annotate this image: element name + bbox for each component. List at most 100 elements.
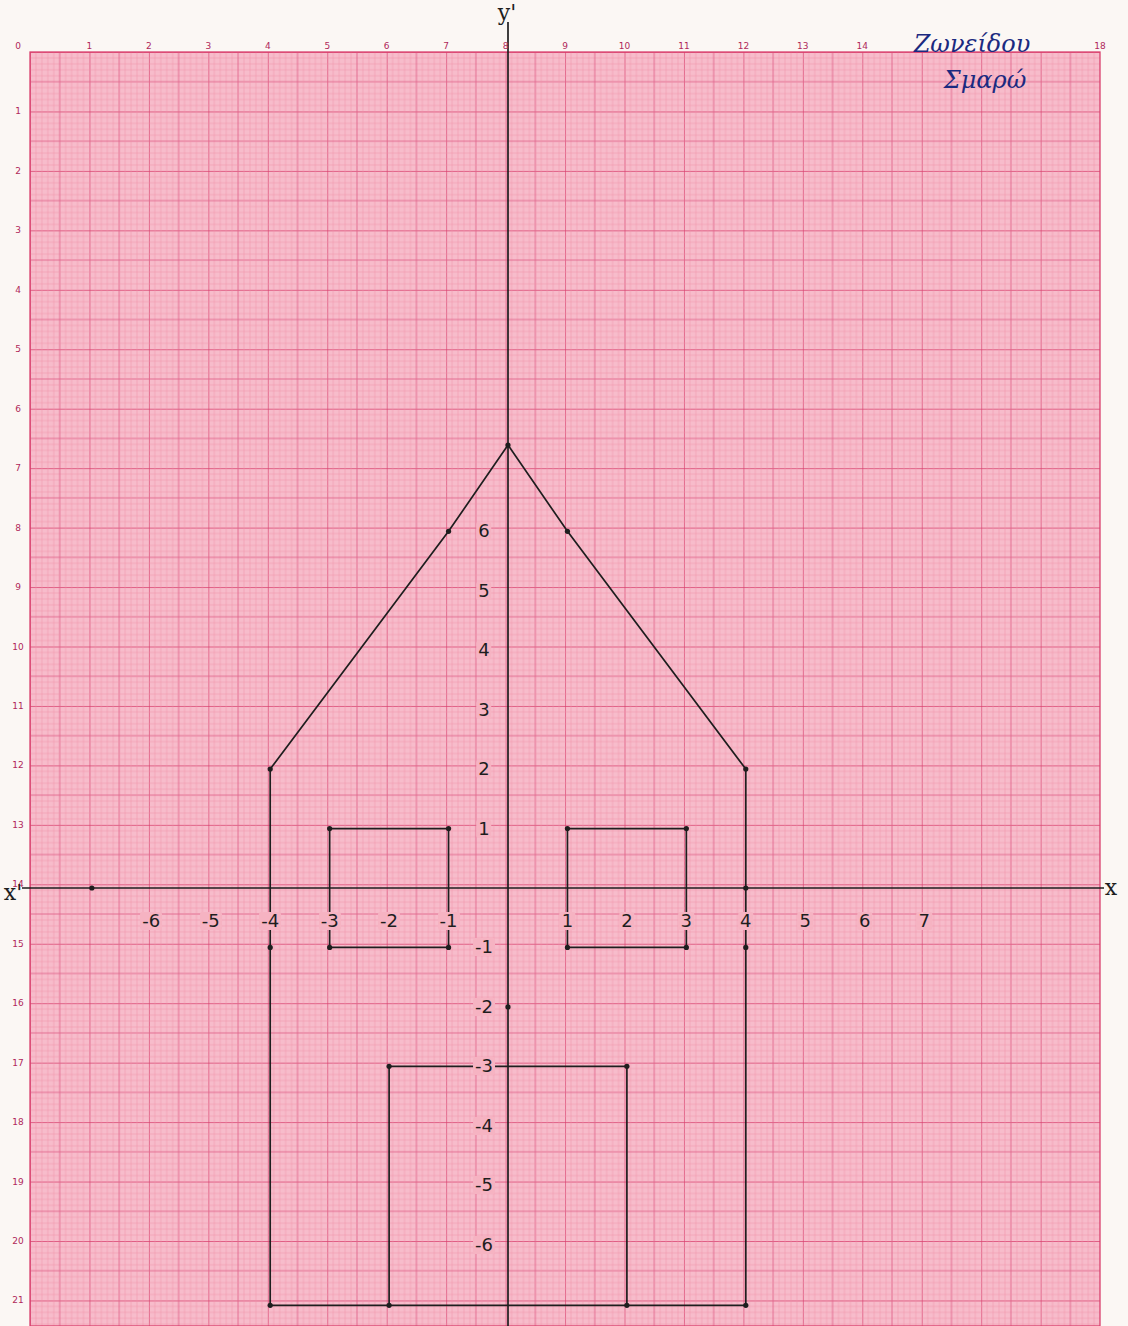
ruler-number: 5 — [324, 42, 330, 51]
tick-number: 7 — [916, 912, 931, 930]
ruler-number: 2 — [146, 42, 152, 51]
tick-number: -6 — [473, 1236, 495, 1254]
ruler-number: 8 — [503, 42, 509, 51]
ruler-number: 20 — [12, 1237, 23, 1246]
ruler-number: 1 — [15, 107, 21, 116]
tick-number: 5 — [798, 912, 813, 930]
ruler-number: 12 — [738, 42, 749, 51]
ruler-number: 19 — [12, 1177, 23, 1186]
ruler-number: 16 — [12, 999, 23, 1008]
tick-number: -2 — [378, 912, 400, 930]
tick-number: -4 — [259, 912, 281, 930]
house-wall — [270, 769, 746, 1305]
axis-label: x' — [4, 882, 22, 904]
window — [330, 829, 449, 948]
ruler-number: 6 — [15, 404, 21, 413]
ruler-number: 2 — [15, 166, 21, 175]
plot-point — [89, 885, 94, 890]
tick-number: -4 — [473, 1117, 495, 1135]
ruler-number: 3 — [15, 226, 21, 235]
plot-point — [446, 945, 451, 950]
tick-number: -1 — [438, 912, 460, 930]
plot-point — [446, 826, 451, 831]
plot-point — [743, 945, 748, 950]
tick-number: -2 — [473, 998, 495, 1016]
plot-point — [565, 826, 570, 831]
door — [389, 1066, 627, 1305]
axis-label: x — [1105, 877, 1117, 899]
tick-number: 4 — [476, 641, 491, 659]
plot-point — [268, 945, 273, 950]
student-name: Ζωνείδου — [914, 32, 1031, 56]
ruler-number: 21 — [12, 1296, 23, 1305]
ruler-number: 7 — [15, 464, 21, 473]
tick-number: 1 — [560, 912, 575, 930]
ruler-number: 10 — [619, 42, 630, 51]
plot-point — [684, 826, 689, 831]
ruler-number: 8 — [15, 523, 21, 532]
ruler-number: 11 — [12, 701, 23, 710]
tick-number: 2 — [476, 760, 491, 778]
ruler-number: 18 — [1094, 42, 1105, 51]
tick-number: 1 — [476, 820, 491, 838]
plot-point — [565, 945, 570, 950]
plot-point — [327, 826, 332, 831]
tick-number: 3 — [476, 701, 491, 719]
ruler-number: 13 — [797, 42, 808, 51]
ruler-number: 10 — [12, 642, 23, 651]
plot-point — [268, 767, 273, 772]
ruler-number: 1 — [87, 42, 93, 51]
tick-number: 6 — [857, 912, 872, 930]
ruler-number: 13 — [12, 820, 23, 829]
ruler-number: 12 — [12, 761, 23, 770]
plot-point — [743, 767, 748, 772]
tick-number: -3 — [319, 912, 341, 930]
plot-point — [505, 1004, 510, 1009]
plot-point — [624, 1064, 629, 1069]
tick-number: -6 — [140, 912, 162, 930]
x-axis — [22, 887, 1104, 889]
tick-number: -3 — [473, 1057, 495, 1075]
plot-point — [268, 1303, 273, 1308]
tick-number: 2 — [619, 912, 634, 930]
ruler-number: 9 — [15, 583, 21, 592]
plot-point — [446, 529, 451, 534]
ruler-number: 18 — [12, 1118, 23, 1127]
tick-number: 5 — [476, 582, 491, 600]
ruler-number: 4 — [265, 42, 271, 51]
grid-area — [30, 52, 1100, 1326]
ruler-number: 11 — [678, 42, 689, 51]
plot-point — [743, 1303, 748, 1308]
ruler-number: 17 — [12, 1058, 23, 1067]
tick-number: -1 — [473, 938, 495, 956]
plot-point — [387, 1303, 392, 1308]
house-drawing — [22, 22, 1104, 1326]
window — [567, 829, 686, 948]
ruler-number: 4 — [15, 285, 21, 294]
ruler-number: 5 — [15, 345, 21, 354]
ruler-number: 14 — [857, 42, 868, 51]
plot-point — [505, 442, 510, 447]
student-name: Σμαρώ — [944, 68, 1026, 92]
ruler-number: 7 — [443, 42, 449, 51]
plot-point — [743, 885, 748, 890]
ruler-number: 6 — [384, 42, 390, 51]
tick-number: 4 — [738, 912, 753, 930]
tick-number: -5 — [473, 1176, 495, 1194]
tick-number: -5 — [200, 912, 222, 930]
roof — [270, 445, 746, 769]
plot-point — [565, 529, 570, 534]
ruler-number: 0 — [15, 42, 21, 51]
ruler-number: 9 — [562, 42, 568, 51]
axis-label: y' — [498, 2, 516, 24]
tick-number: 6 — [476, 522, 491, 540]
plot-point — [684, 945, 689, 950]
ruler-number: 15 — [12, 939, 23, 948]
y-axis — [507, 22, 509, 1326]
plot-point — [624, 1303, 629, 1308]
ruler-number: 3 — [205, 42, 211, 51]
plot-point — [327, 945, 332, 950]
plot-point — [387, 1064, 392, 1069]
tick-number: 3 — [679, 912, 694, 930]
